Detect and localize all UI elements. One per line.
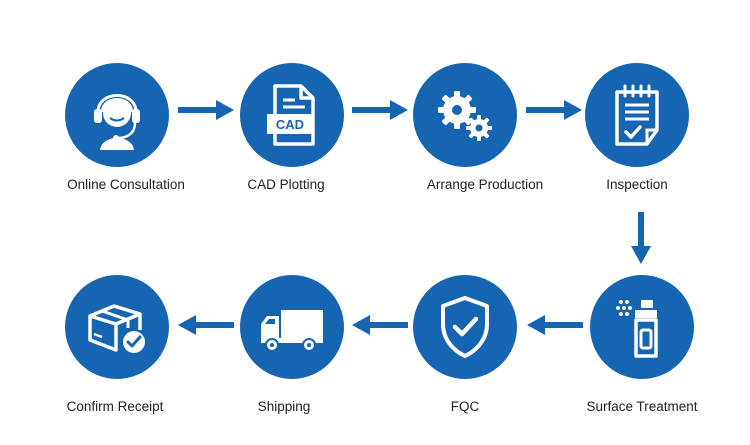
checklist-notepad-icon bbox=[615, 84, 659, 146]
step-fqc bbox=[413, 275, 517, 379]
cad-document-icon: CAD bbox=[267, 84, 315, 146]
step-online-consultation bbox=[65, 63, 169, 167]
step-label-cad-plotting: CAD Plotting bbox=[247, 177, 325, 192]
step-circle bbox=[240, 275, 344, 379]
cad-icon-text: CAD bbox=[276, 117, 304, 132]
step-circle bbox=[585, 63, 689, 167]
step-label-shipping: Shipping bbox=[257, 399, 311, 414]
step-shipping bbox=[240, 275, 344, 379]
step-label-online-consultation: Online Consultation bbox=[67, 177, 185, 192]
step-circle bbox=[413, 275, 517, 379]
shield-check-icon bbox=[441, 296, 489, 358]
arrow-left-3 bbox=[178, 315, 234, 335]
step-inspection bbox=[585, 63, 689, 167]
arrow-left-2 bbox=[352, 315, 408, 335]
step-label-fqc: FQC bbox=[450, 399, 480, 414]
step-circle bbox=[65, 63, 169, 167]
step-label-surface-treatment: Surface Treatment bbox=[586, 399, 698, 414]
arrow-right-2 bbox=[352, 100, 408, 120]
arrow-right-1 bbox=[178, 100, 234, 120]
gears-icon bbox=[438, 91, 492, 141]
step-confirm-receipt bbox=[65, 275, 169, 379]
headset-agent-icon bbox=[94, 94, 140, 150]
step-circle bbox=[413, 63, 517, 167]
step-circle bbox=[65, 275, 169, 379]
step-label-arrange-production: Arrange Production bbox=[426, 177, 544, 192]
step-surface-treatment bbox=[590, 275, 694, 379]
box-check-icon bbox=[88, 304, 145, 353]
truck-icon bbox=[261, 310, 323, 352]
step-label-confirm-receipt: Confirm Receipt bbox=[66, 399, 164, 414]
arrow-left-1 bbox=[527, 315, 583, 335]
step-arrange-production bbox=[413, 63, 517, 167]
step-circle bbox=[590, 275, 694, 379]
spray-can-icon bbox=[616, 300, 658, 358]
arrow-right-3 bbox=[526, 100, 582, 120]
step-cad-plotting: CAD bbox=[240, 63, 344, 167]
arrow-down bbox=[631, 212, 651, 264]
step-label-inspection: Inspection bbox=[606, 177, 668, 192]
step-circle: CAD bbox=[240, 63, 344, 167]
